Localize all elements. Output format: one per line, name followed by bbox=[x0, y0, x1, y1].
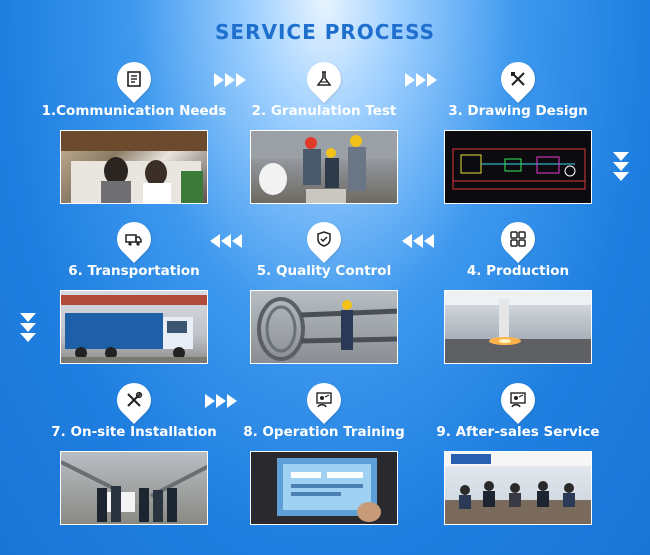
grid-icon bbox=[507, 228, 529, 250]
photo-training bbox=[250, 451, 398, 525]
support-icon bbox=[507, 389, 529, 411]
photo-installation bbox=[60, 451, 208, 525]
photo-granulation bbox=[250, 130, 398, 204]
arrow-right bbox=[205, 394, 238, 408]
photo-quality-control bbox=[250, 290, 398, 364]
pin bbox=[109, 214, 159, 264]
photo-after-sales bbox=[444, 451, 592, 525]
step-label: 7. On-site Installation bbox=[51, 424, 217, 440]
pin bbox=[109, 375, 159, 425]
trainer-icon bbox=[313, 389, 335, 411]
pin bbox=[493, 214, 543, 264]
page-title: SERVICE PROCESS bbox=[215, 20, 435, 44]
pin bbox=[493, 54, 543, 104]
photo-drawing bbox=[444, 130, 592, 204]
arrow-down bbox=[20, 313, 36, 343]
pin bbox=[109, 54, 159, 104]
step-label: 2. Granulation Test bbox=[251, 103, 397, 119]
truck-icon bbox=[123, 228, 145, 250]
ruler-pencil-icon bbox=[507, 68, 529, 90]
step-label: 9. After-sales Service bbox=[436, 424, 600, 440]
arrow-left bbox=[402, 234, 435, 248]
step-label: 8. Operation Training bbox=[243, 424, 405, 440]
pin bbox=[493, 375, 543, 425]
photo-transportation bbox=[60, 290, 208, 364]
wrench-icon bbox=[123, 389, 145, 411]
pin bbox=[299, 214, 349, 264]
step-label: 1.Communication Needs bbox=[41, 103, 227, 119]
photo-production bbox=[444, 290, 592, 364]
shield-check-icon bbox=[313, 228, 335, 250]
arrow-right bbox=[405, 73, 438, 87]
step-label: 4. Production bbox=[466, 263, 570, 279]
flask-icon bbox=[313, 68, 335, 90]
pin bbox=[299, 54, 349, 104]
step-label: 6. Transportation bbox=[68, 263, 200, 279]
step-label: 3. Drawing Design bbox=[448, 103, 588, 119]
photo-communication bbox=[60, 130, 208, 204]
arrow-left bbox=[210, 234, 243, 248]
checklist-icon bbox=[123, 68, 145, 90]
arrow-down bbox=[613, 152, 629, 182]
pin bbox=[299, 375, 349, 425]
step-label: 5. Quality Control bbox=[256, 263, 392, 279]
arrow-right bbox=[214, 73, 247, 87]
